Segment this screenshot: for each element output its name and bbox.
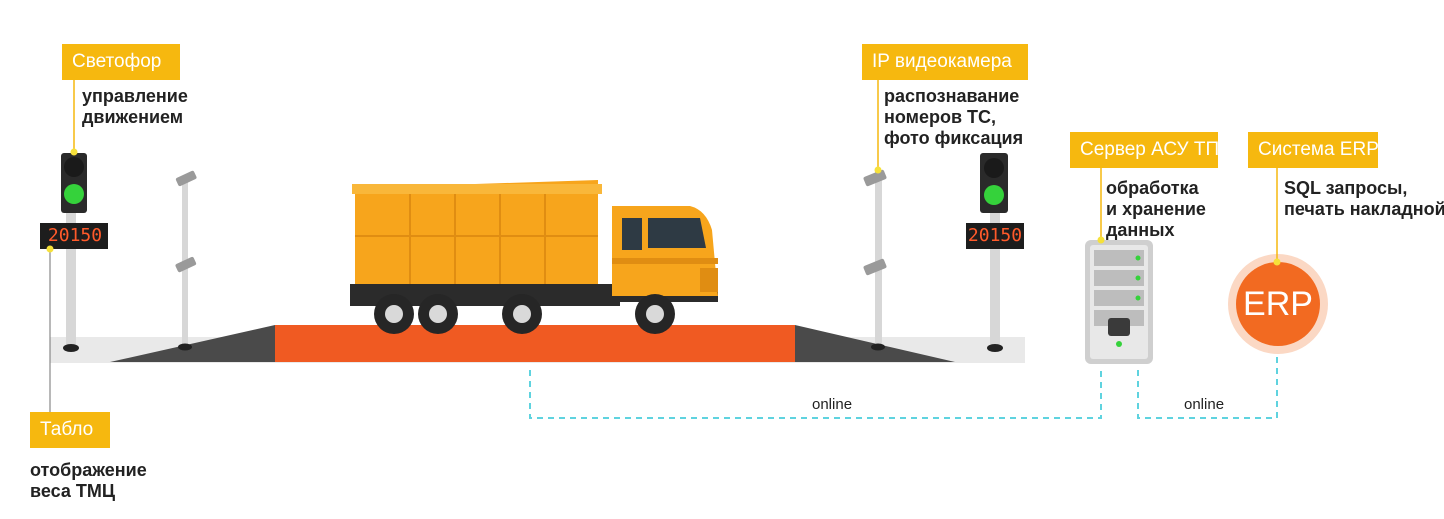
- erp-desc-line: SQL запросы,: [1284, 178, 1408, 198]
- left-traffic-light: [61, 153, 87, 352]
- left-weight-display: [40, 223, 108, 249]
- erp-logo: [1228, 254, 1328, 354]
- erp-desc-line: печать накладной: [1284, 199, 1444, 219]
- label-connectors: [46, 80, 1281, 412]
- left-display-value: 20150: [47, 225, 103, 246]
- server-label: Сервер АСУ ТП: [1070, 132, 1219, 168]
- traffic-light-desc-line: управление: [82, 86, 188, 106]
- dump-truck: [350, 180, 718, 334]
- online-label-scale-server: online: [812, 396, 853, 413]
- erp-description: SQL запросы, печать накладной: [1284, 178, 1444, 220]
- display-desc-line: веса ТМЦ: [30, 481, 115, 501]
- erp-label: Система ERP: [1248, 132, 1379, 168]
- camera-label: IP видеокамера: [862, 44, 1028, 80]
- left-camera-pole: [175, 170, 197, 351]
- camera-desc-line: номеров ТС,: [884, 107, 997, 127]
- display-desc-line: отображение: [30, 460, 147, 480]
- traffic-light-description: управление движением: [82, 86, 188, 128]
- server-desc-line: обработка: [1106, 178, 1199, 198]
- server-desc-line: и хранение: [1106, 199, 1206, 219]
- online-label-server-erp: online: [1184, 396, 1225, 413]
- camera-description: распознавание номеров ТС, фото фиксация: [884, 86, 1023, 149]
- scale-platform: [275, 325, 795, 362]
- display-description: отображение веса ТМЦ: [30, 460, 147, 502]
- right-camera-pole: [863, 169, 887, 351]
- camera-desc-line: распознавание: [884, 86, 1020, 106]
- traffic-light-label: Светофор: [62, 44, 180, 80]
- server-desc-line: данных: [1106, 220, 1175, 240]
- traffic-light-desc-line: движением: [82, 107, 184, 127]
- camera-desc-line: фото фиксация: [884, 128, 1024, 148]
- erp-logo-text: ERP: [1243, 285, 1313, 323]
- display-label: Табло: [30, 412, 110, 448]
- network-lines: [529, 340, 1278, 419]
- right-weight-display: [966, 223, 1024, 249]
- left-ramp: [110, 325, 275, 362]
- right-traffic-light: [980, 153, 1008, 352]
- server-description: обработка и хранение данных: [1106, 178, 1206, 241]
- right-display-value: 20150: [967, 225, 1023, 246]
- server-rack: [1085, 240, 1153, 364]
